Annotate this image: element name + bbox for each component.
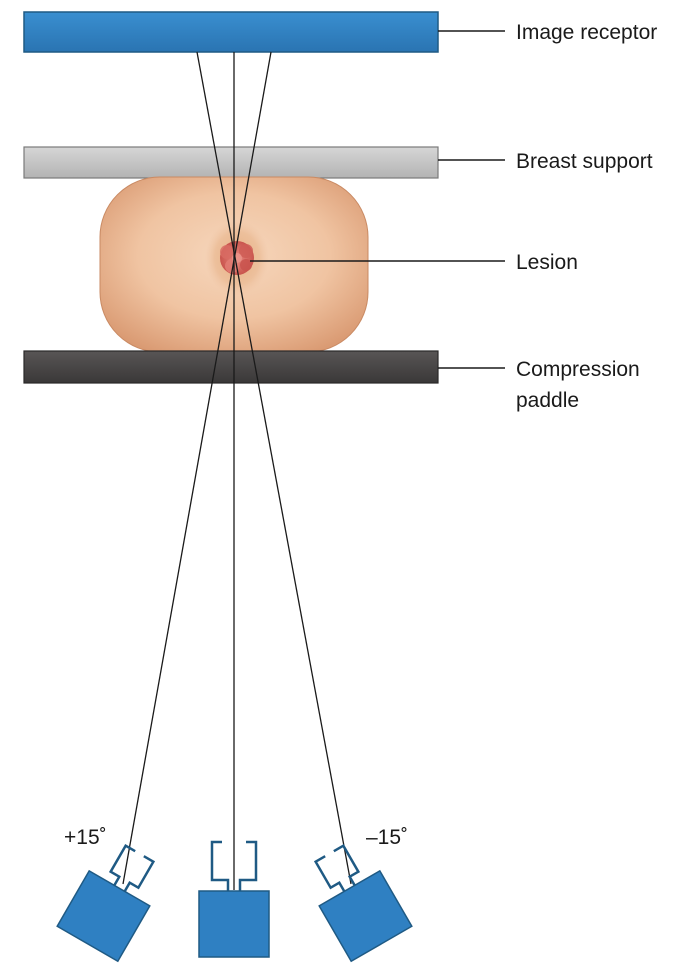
collimator-left	[108, 844, 156, 892]
compression-paddle-plate	[23, 350, 439, 384]
tube-body-center	[198, 890, 270, 958]
beam-line-right-tube	[196, 51, 352, 885]
label-compression-paddle-line2: paddle	[516, 389, 579, 412]
beam-line-left-tube	[122, 51, 272, 885]
xray-tube-center	[198, 840, 270, 958]
label-breast-support: Breast support	[516, 150, 653, 173]
tube-body-right	[318, 869, 413, 963]
xray-tube-left	[56, 844, 156, 963]
angle-label-minus-15: –15˚	[366, 826, 408, 849]
breast-support-plate	[23, 146, 439, 179]
xray-beam-lines	[122, 51, 352, 890]
collimator-right	[313, 844, 361, 892]
label-compression-paddle-line1: Compression	[516, 358, 640, 381]
label-leader-lines	[250, 30, 505, 369]
label-lesion: Lesion	[516, 251, 578, 274]
xray-tube-right	[313, 844, 413, 963]
tube-body-left	[56, 869, 151, 963]
collimator-center	[210, 840, 258, 891]
angle-label-plus-15: +15˚	[64, 826, 107, 849]
image-receptor-plate	[23, 11, 439, 53]
label-image-receptor: Image receptor	[516, 21, 657, 44]
